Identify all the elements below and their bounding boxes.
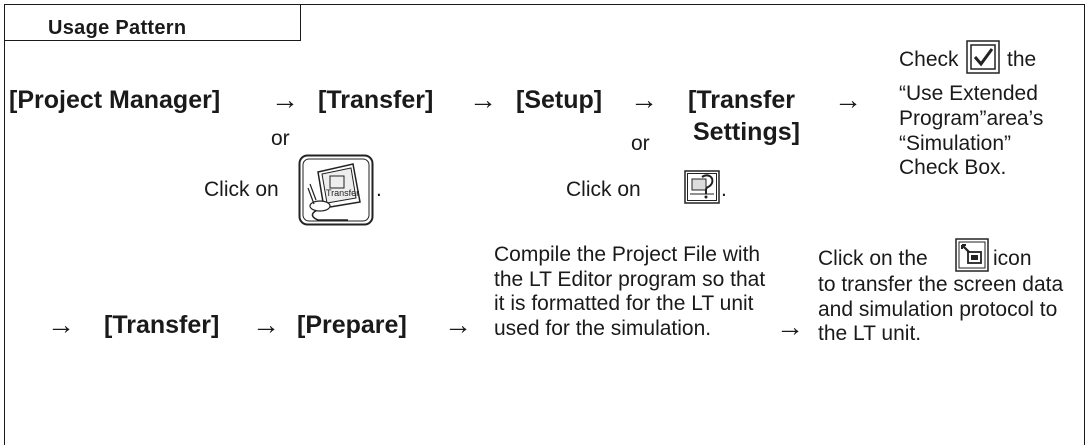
or-label-1: or [271, 127, 290, 150]
or-label-2: or [631, 132, 650, 155]
compile-instructions: Compile the Project File with the LT Edi… [494, 243, 766, 340]
transfer-instructions: to transfer the screen data and simulati… [818, 273, 1064, 345]
transfer-settings-icon[interactable] [684, 170, 720, 209]
arrow-3: → [630, 84, 658, 115]
transfer-settings-line1: [Transfer [688, 86, 795, 114]
icon-word: icon [993, 247, 1032, 270]
usage-pattern-tab: Usage Pattern [4, 4, 301, 41]
checkbox-icon[interactable] [966, 40, 1000, 79]
prepare-menu: [Prepare] [297, 311, 407, 339]
arrow-1: → [271, 84, 299, 115]
project-manager-menu: [Project Manager] [9, 86, 221, 114]
check-the-label: the [1007, 48, 1037, 71]
arrow-6: → [252, 309, 280, 340]
arrow-2: → [469, 84, 497, 115]
click-on-label-1: Click on [204, 178, 279, 201]
check-line-4: Check Box. [899, 156, 1007, 179]
send-icon[interactable] [955, 238, 989, 277]
click-on-label-2: Click on [566, 178, 641, 201]
arrow-5: → [47, 309, 75, 340]
transfer-settings-line2: Settings] [693, 118, 800, 146]
usage-pattern-title: Usage Pattern [48, 17, 187, 39]
transfer-menu-2: [Transfer] [104, 311, 220, 339]
check-line-1: “Use Extended [899, 82, 1038, 105]
period-1: . [376, 178, 382, 201]
check-line-2: Program”area’s [899, 107, 1044, 130]
arrow-4: → [834, 84, 862, 115]
arrow-8: → [776, 311, 804, 342]
transfer-icon-logo: Transfer [326, 188, 359, 198]
arrow-7: → [444, 309, 472, 340]
check-line-3: “Simulation” [899, 132, 1012, 155]
period-2: . [721, 178, 727, 201]
transfer-menu: [Transfer] [318, 86, 434, 114]
check-label: Check [899, 48, 959, 71]
transfer-icon[interactable]: Transfer [298, 154, 374, 231]
content-frame [4, 4, 1085, 445]
click-on-the-label: Click on the [818, 247, 928, 270]
setup-menu: [Setup] [516, 86, 603, 114]
